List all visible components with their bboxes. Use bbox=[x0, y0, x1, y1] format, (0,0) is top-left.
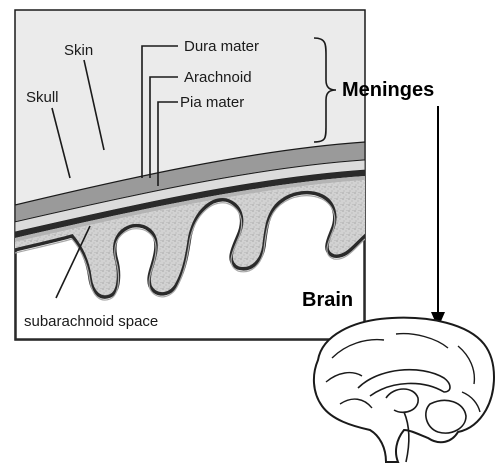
brain-outline bbox=[314, 318, 494, 462]
brain-label: Brain bbox=[302, 289, 353, 311]
subarachnoid-space-label: subarachnoid space bbox=[24, 313, 158, 330]
brain-illustration bbox=[314, 318, 494, 462]
skin-label: Skin bbox=[64, 42, 93, 59]
skull-label: Skull bbox=[26, 89, 59, 106]
meninges-label: Meninges bbox=[342, 79, 434, 101]
dura-mater-label: Dura mater bbox=[184, 38, 259, 55]
pia-mater-label: Pia mater bbox=[180, 94, 244, 111]
arachnoid-label: Arachnoid bbox=[184, 69, 252, 86]
